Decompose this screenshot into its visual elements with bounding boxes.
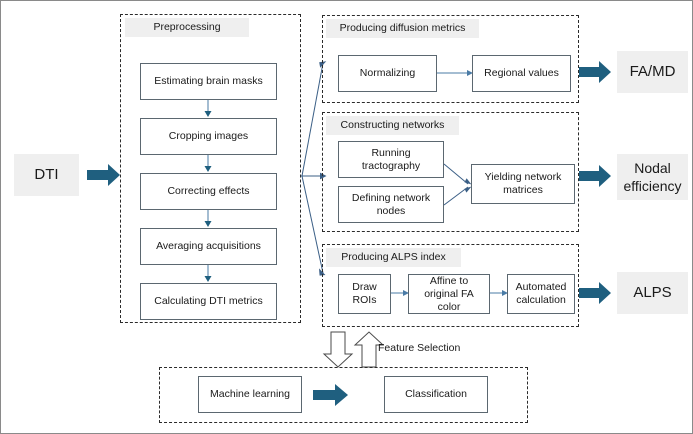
output-alps-box: ALPS: [617, 272, 688, 314]
input-dti-box: DTI: [14, 154, 79, 196]
panel-producing-alps-index-title: Producing ALPS index: [326, 248, 461, 267]
step-averaging-acquisitions: Averaging acquisitions: [140, 228, 277, 265]
panel-preprocessing: [120, 14, 301, 323]
output-fa-md-label: FA/MD: [629, 63, 676, 80]
input-dti-label: DTI: [34, 166, 59, 183]
panel-analysis: [159, 367, 528, 423]
step-draw-rois: Draw ROIs: [338, 274, 391, 314]
output-nodal-efficiency-box: Nodal efficiency: [617, 154, 688, 200]
dti-to-preprocessing-arrow: [87, 164, 120, 186]
panel-preprocessing-title: Preprocessing: [125, 18, 249, 37]
step-running-tractography: Running tractography: [338, 141, 444, 178]
panel-constructing-networks-title: Constructing networks: [326, 116, 459, 135]
step-defining-network-nodes: Defining network nodes: [338, 186, 444, 223]
step-estimating-brain-masks: Estimating brain masks: [140, 63, 277, 100]
step-automated-calculation: Automated calculation: [507, 274, 575, 314]
feature-selection-arrows: [322, 331, 385, 368]
feature-selection-label: Feature Selection: [378, 342, 461, 354]
output-fa-md-box: FA/MD: [617, 51, 688, 93]
step-classification: Classification: [384, 376, 488, 413]
step-cropping-images: Cropping images: [140, 118, 277, 155]
step-machine-learning: Machine learning: [198, 376, 302, 413]
step-yielding-network-matrices: Yielding network matrices: [471, 164, 575, 204]
output-block-arrows: [579, 61, 611, 304]
output-nodal-efficiency-label: Nodal efficiency: [623, 160, 682, 194]
panel-producing-diffusion-metrics: [322, 15, 579, 103]
panel-constructing-networks: [322, 112, 579, 232]
step-correcting-effects: Correcting effects: [140, 173, 277, 210]
step-calculating-dti-metrics: Calculating DTI metrics: [140, 283, 277, 320]
step-regional-values: Regional values: [472, 55, 571, 92]
panel-producing-diffusion-metrics-title: Producing diffusion metrics: [326, 19, 479, 38]
step-normalizing: Normalizing: [338, 55, 437, 92]
step-affine-to-original-fa-color: Affine to original FA color: [408, 274, 490, 314]
output-alps-label: ALPS: [633, 284, 672, 301]
panel-producing-alps-index: [322, 244, 579, 327]
